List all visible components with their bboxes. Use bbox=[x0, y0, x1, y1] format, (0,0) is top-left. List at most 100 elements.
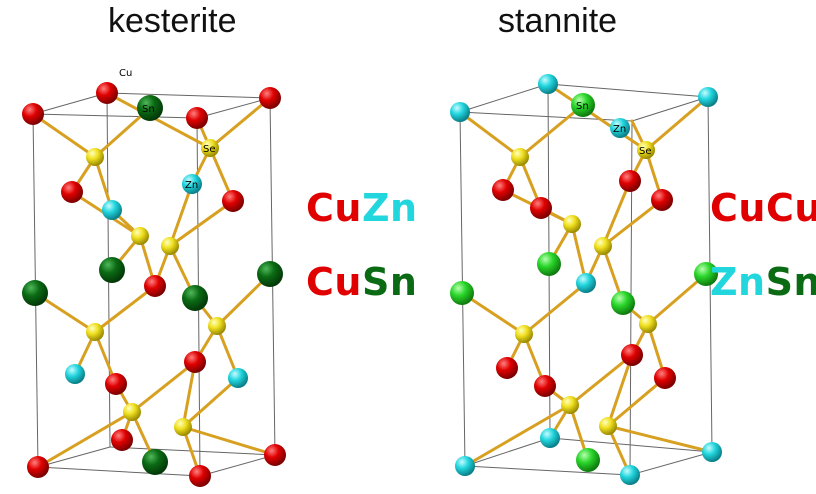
sn-atom bbox=[576, 448, 600, 472]
bond bbox=[646, 272, 708, 326]
layer-part: Zn bbox=[710, 260, 766, 304]
se-atom bbox=[208, 317, 226, 335]
bond bbox=[606, 424, 714, 454]
label-se: Se bbox=[639, 146, 652, 157]
bond bbox=[644, 95, 710, 152]
cell-edge bbox=[547, 83, 709, 98]
cu-atom bbox=[27, 456, 49, 478]
label-zn: Zn bbox=[613, 124, 626, 135]
label-cu: Cu bbox=[119, 68, 132, 79]
label-sn: Sn bbox=[142, 104, 155, 115]
bond bbox=[570, 222, 588, 285]
bond bbox=[208, 96, 272, 150]
bond bbox=[181, 425, 277, 457]
cu-atom bbox=[621, 344, 643, 366]
sn-atom bbox=[257, 261, 283, 287]
bond bbox=[601, 179, 632, 248]
cell-edge bbox=[32, 92, 108, 115]
bond bbox=[181, 376, 240, 429]
cu-atom bbox=[184, 351, 206, 373]
layer-part: Sn bbox=[361, 260, 418, 304]
kesterite-atoms bbox=[22, 82, 286, 487]
se-atom bbox=[637, 141, 655, 159]
cell-edge bbox=[106, 92, 271, 99]
se-atom bbox=[639, 315, 657, 333]
cu-atom bbox=[651, 189, 673, 211]
label-se: Se bbox=[203, 144, 216, 155]
se-atom bbox=[161, 237, 179, 255]
se-atom bbox=[123, 403, 141, 421]
zn-atom bbox=[228, 368, 248, 388]
bond bbox=[606, 376, 667, 428]
cell-edge bbox=[459, 83, 549, 113]
se-atom bbox=[131, 227, 149, 245]
kesterite-atom-labels: Cu Sn Se Zn bbox=[119, 68, 216, 191]
sn-atom bbox=[99, 257, 125, 283]
bond bbox=[568, 353, 634, 407]
zn-atom bbox=[455, 456, 475, 476]
cu-atom bbox=[189, 465, 211, 487]
sn-atom bbox=[22, 280, 48, 306]
sn-atom bbox=[182, 285, 208, 311]
zn-atom bbox=[65, 364, 85, 384]
layer-part: Cu bbox=[710, 186, 766, 230]
cell-edge bbox=[459, 111, 633, 122]
bond bbox=[458, 110, 522, 159]
bond bbox=[463, 403, 572, 468]
sn-atom bbox=[137, 95, 163, 121]
bond bbox=[168, 199, 235, 248]
cell-edge bbox=[199, 454, 276, 477]
zn-atom bbox=[610, 118, 630, 138]
cu-atom bbox=[61, 181, 83, 203]
zn-atom bbox=[540, 428, 560, 448]
bond bbox=[168, 182, 194, 248]
bond bbox=[522, 281, 588, 336]
stannite-title: stannite bbox=[498, 2, 618, 40]
cu-atom bbox=[186, 107, 208, 129]
cell-edge bbox=[196, 97, 271, 119]
cu-atom bbox=[259, 87, 281, 109]
cu-atom bbox=[496, 357, 518, 379]
layer-part: Cu bbox=[306, 186, 362, 230]
cell-edge bbox=[549, 437, 713, 453]
zn-atom bbox=[702, 442, 722, 462]
kesterite-layer-label-2: CuSn bbox=[306, 260, 417, 304]
zn-atom bbox=[620, 465, 640, 485]
cu-atom bbox=[111, 429, 133, 451]
cu-atom bbox=[654, 367, 676, 389]
zn-atom bbox=[698, 87, 718, 107]
se-atom bbox=[511, 148, 529, 166]
cu-atom bbox=[105, 373, 127, 395]
layer-part: Sn bbox=[765, 260, 816, 304]
cu-atom bbox=[264, 444, 286, 466]
label-zn: Zn bbox=[185, 180, 198, 191]
zn-atom bbox=[102, 200, 122, 220]
cu-atom bbox=[144, 275, 166, 297]
bond bbox=[130, 360, 197, 414]
cell-edge bbox=[464, 437, 551, 467]
bond bbox=[460, 291, 526, 336]
stannite-layer-label-1: CuCu bbox=[710, 186, 816, 230]
bond bbox=[601, 198, 664, 248]
cu-atom bbox=[619, 170, 641, 192]
cu-atom bbox=[22, 103, 44, 125]
se-atom bbox=[599, 417, 617, 435]
se-atom bbox=[515, 325, 533, 343]
cell-edge bbox=[37, 466, 201, 477]
bond bbox=[36, 410, 134, 469]
se-atom bbox=[174, 418, 192, 436]
cell-edge bbox=[631, 96, 709, 122]
bond bbox=[93, 284, 157, 334]
stannite-layer-label-2: ZnSn bbox=[710, 260, 816, 304]
cu-atom bbox=[534, 375, 556, 397]
sn-atom bbox=[450, 281, 474, 305]
sn-atom bbox=[537, 252, 561, 276]
stannite-atom-labels: Sn Zn Se bbox=[576, 101, 652, 157]
layer-part: Cu bbox=[306, 260, 362, 304]
se-atom bbox=[86, 148, 104, 166]
bond bbox=[31, 112, 97, 159]
sn-atom bbox=[611, 291, 635, 315]
stannite-atoms bbox=[450, 74, 722, 485]
sn-atom bbox=[142, 449, 168, 475]
sn-atom bbox=[571, 93, 595, 117]
